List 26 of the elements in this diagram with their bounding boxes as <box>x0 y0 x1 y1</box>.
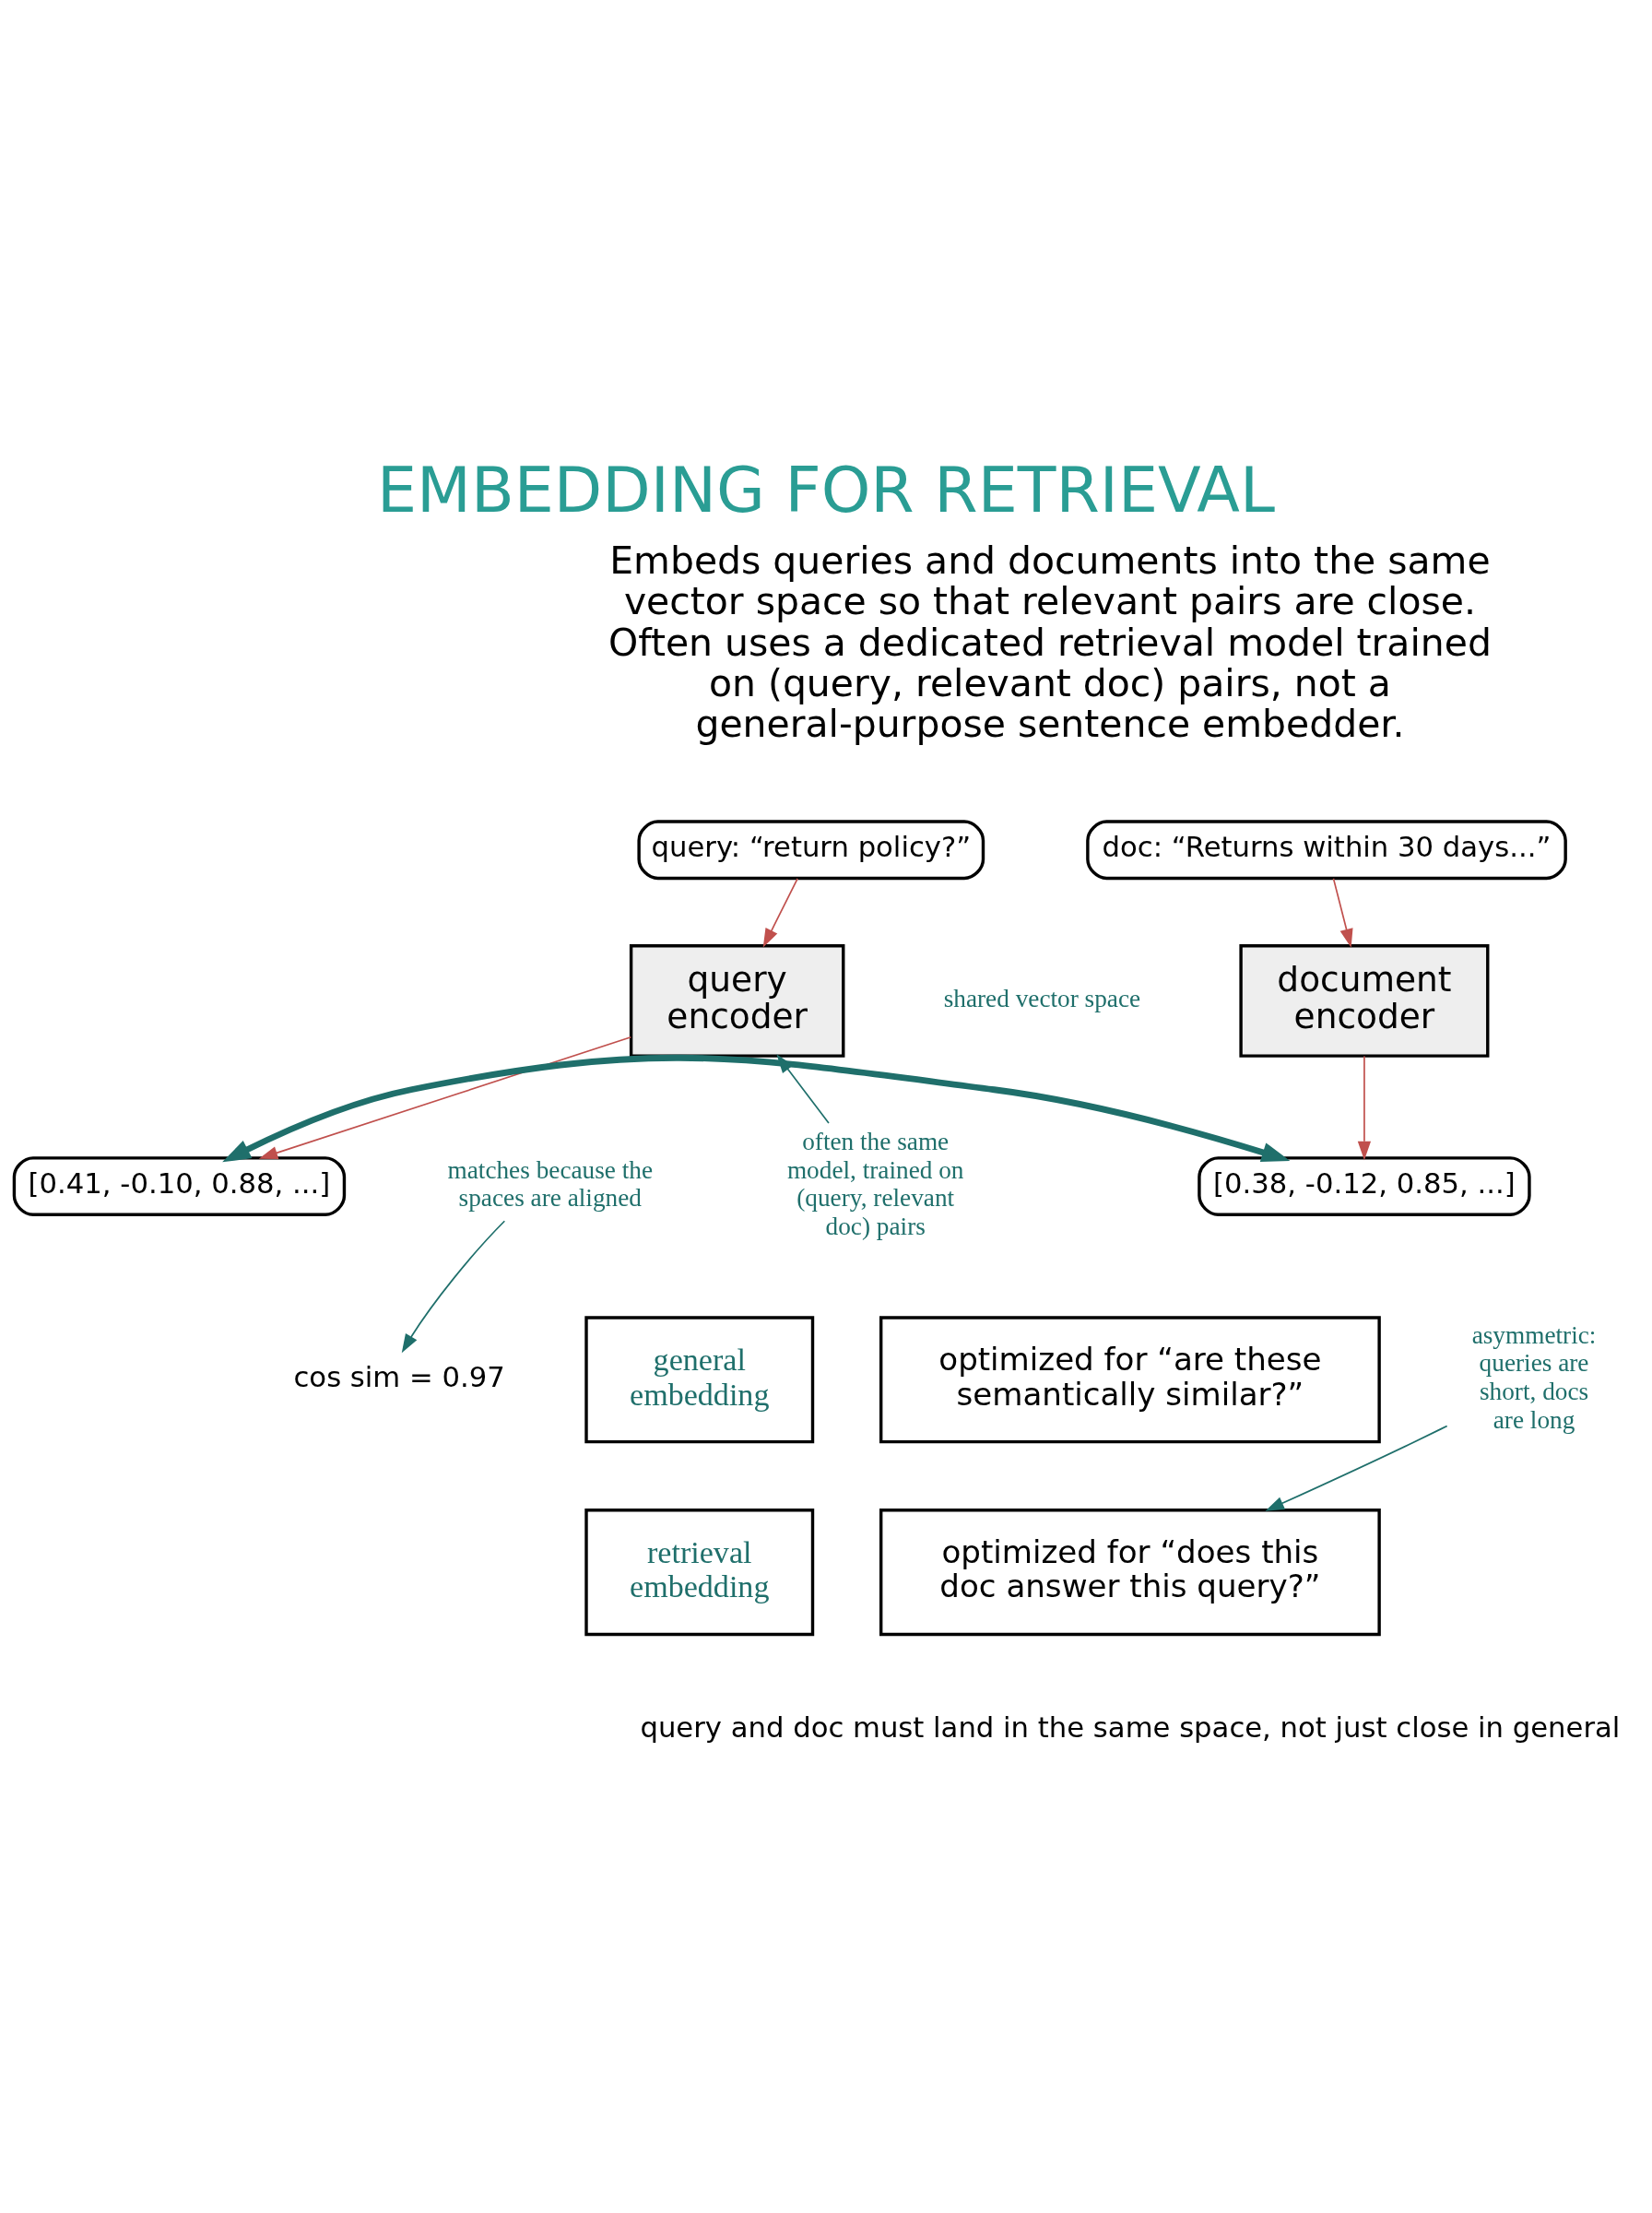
arrow <box>222 1054 1291 1162</box>
node-box: query encoder <box>629 943 845 1058</box>
diagram-title: EMBEDDING FOR RETRIEVAL <box>377 453 1275 527</box>
arrow <box>1265 1425 1448 1511</box>
node-text: often the same model, trained on (query, relevant doc) pairs <box>786 1127 964 1240</box>
node-text: asymmetric: queries are short, docs are long <box>1471 1320 1597 1434</box>
node-box: doc: “Returns within 30 days...” <box>1086 819 1567 880</box>
node-box: [0.41, -0.10, 0.88, ...] <box>12 1155 347 1216</box>
node-box: query: “return policy?” <box>637 819 985 880</box>
arrow <box>762 877 798 948</box>
label: shared vector space <box>943 984 1141 1012</box>
arrow <box>258 1035 632 1159</box>
arrow <box>1332 877 1353 948</box>
node-text: cos sim = 0.97 <box>293 1360 505 1393</box>
arrow <box>1357 1055 1372 1160</box>
caption: query and doc must land in the same space, not just close in general <box>640 1710 1621 1744</box>
node-box: general embedding <box>584 1315 815 1443</box>
label: Embeds queries and documents into the same vector space so that relevant pairs are close. Often uses a dedicated retrieval model trained on (query, relevant doc) pairs, not a general-purpose sentence embedder. <box>608 538 1492 746</box>
node-box: optimized for “are these semantically similar?” <box>879 1315 1381 1443</box>
node-box: optimized for “does this doc answer this query?” <box>879 1508 1381 1636</box>
node-box: retrieval embedding <box>584 1508 815 1636</box>
node-text: matches because the spaces are aligned <box>447 1155 654 1212</box>
node-box: document encoder <box>1239 943 1490 1058</box>
node-box: [0.38, -0.12, 0.85, ...] <box>1198 1155 1531 1216</box>
arrow <box>776 1053 830 1124</box>
arrow <box>401 1219 506 1353</box>
